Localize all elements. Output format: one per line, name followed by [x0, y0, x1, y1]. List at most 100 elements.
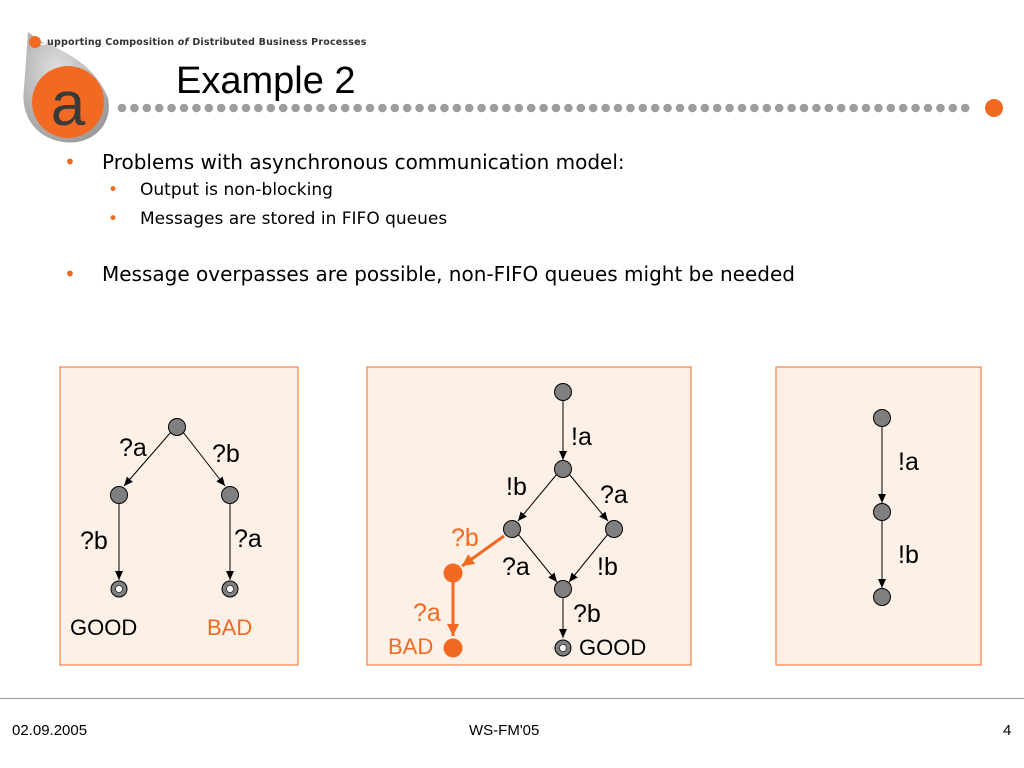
- rule-dot: [254, 103, 263, 113]
- rule-dot: [142, 103, 152, 113]
- rule-dot: [700, 103, 710, 113]
- diagram-1: ?a ?b ?b ?a GOOD BAD: [59, 366, 299, 666]
- bullet-item: Problems with asynchronous communication…: [64, 148, 795, 234]
- rule-dot: [874, 103, 883, 113]
- rule-dot: [167, 103, 176, 113]
- rule-dot: [452, 103, 462, 113]
- good-label: GOOD: [579, 635, 646, 660]
- rule-dot: [266, 103, 276, 113]
- rule-dot: [774, 103, 784, 113]
- bad-label: BAD: [388, 634, 433, 659]
- state-node: [605, 520, 623, 538]
- edge-label: ?b: [573, 600, 601, 628]
- final-node: [110, 580, 128, 598]
- state-node: [873, 409, 891, 427]
- edge-label: ?a: [600, 481, 628, 509]
- rule-dot: [427, 103, 437, 113]
- rule-dot: [514, 103, 524, 113]
- rule-dot: [849, 103, 858, 113]
- rule-dot: [787, 103, 796, 113]
- rule-dot: [179, 103, 189, 113]
- edge: [568, 533, 609, 583]
- state-node: [873, 503, 891, 521]
- panel-1: [59, 366, 299, 666]
- sub-bullet-item: Messages are stored in FIFO queues: [108, 205, 795, 234]
- footer-page-number: 4: [1003, 722, 1012, 739]
- rule-dot: [130, 103, 139, 113]
- edge-label: !a: [898, 448, 919, 476]
- bullet-text: Problems with asynchronous communication…: [102, 150, 625, 174]
- rule-dot: [613, 103, 623, 113]
- rule-dot: [365, 103, 375, 113]
- edge-label: ?a: [234, 525, 262, 553]
- slide-title: Example 2: [176, 60, 356, 102]
- header-tagline: Supporting Composition of Distributed Bu…: [40, 37, 367, 48]
- rule-dot: [911, 103, 920, 113]
- rule-dot: [836, 103, 846, 113]
- state-node: [554, 383, 572, 401]
- state-node: [554, 580, 572, 598]
- state-node: [554, 460, 572, 478]
- rule-dot: [948, 103, 958, 113]
- rule-dot: [675, 103, 685, 113]
- rule-dot: [923, 103, 933, 113]
- good-label: GOOD: [70, 615, 137, 640]
- edge-label-highlighted: ?a: [413, 599, 441, 627]
- rule-dot: [328, 103, 338, 113]
- rule-dot: [154, 103, 164, 113]
- sub-bullet-list: Output is non-blocking Messages are stor…: [108, 176, 795, 234]
- rule-dot: [539, 103, 548, 113]
- bad-label: BAD: [207, 615, 252, 640]
- rule-dot: [415, 103, 424, 113]
- rule-dot: [477, 103, 486, 113]
- edge-label: ?b: [80, 527, 108, 555]
- diagram-2: !a !b ?a ?b ?a !b ?a ?b BAD GOOD: [366, 366, 692, 666]
- edge-label: !b: [898, 541, 919, 569]
- state-node-highlighted: [443, 638, 463, 658]
- footer-conference: WS-FM'05: [469, 722, 540, 739]
- rule-dot: [440, 103, 449, 113]
- rule-dot: [502, 103, 511, 113]
- rule-dot: [526, 103, 536, 113]
- edge-label: !a: [571, 423, 592, 451]
- edge: [123, 431, 172, 487]
- rule-dot: [353, 103, 362, 113]
- rule-dot: [278, 103, 288, 113]
- rule-dot: [861, 103, 871, 113]
- final-node: [221, 580, 239, 598]
- rule-dot: [564, 103, 573, 113]
- rule-dot: [390, 103, 400, 113]
- rule-dot: [626, 103, 635, 113]
- footer-date: 02.09.2005: [12, 722, 88, 739]
- rule-dot: [489, 103, 499, 113]
- rule-dot: [725, 103, 734, 113]
- rule-dot: [601, 103, 610, 113]
- rule-dot: [712, 103, 722, 113]
- bullet-list: Problems with asynchronous communication…: [64, 148, 795, 288]
- state-node: [110, 486, 128, 504]
- rule-dot: [824, 103, 834, 113]
- rule-dot: [960, 103, 970, 113]
- rule-dot: [551, 103, 561, 113]
- state-node: [168, 418, 186, 436]
- state-node: [503, 520, 521, 538]
- footer-divider: [0, 698, 1024, 699]
- rule-dot: [291, 103, 300, 113]
- logo: a: [18, 28, 118, 157]
- rule-dot: [650, 103, 660, 113]
- rule-dot: [638, 103, 648, 113]
- rule-dot: [812, 103, 821, 113]
- rule-dot: [576, 103, 586, 113]
- state-node: [873, 588, 891, 606]
- state-node-highlighted: [443, 563, 463, 583]
- rule-dot: [303, 103, 313, 113]
- rule-dot: [204, 103, 214, 113]
- rule-dot: [688, 103, 697, 113]
- state-node: [221, 486, 239, 504]
- edge-highlighted: [461, 534, 505, 568]
- diagram-3: !a !b: [775, 366, 982, 666]
- rule-dot: [886, 103, 896, 113]
- edge-label: !b: [597, 553, 618, 581]
- edge: [182, 431, 226, 487]
- edge-label: ?a: [502, 553, 530, 581]
